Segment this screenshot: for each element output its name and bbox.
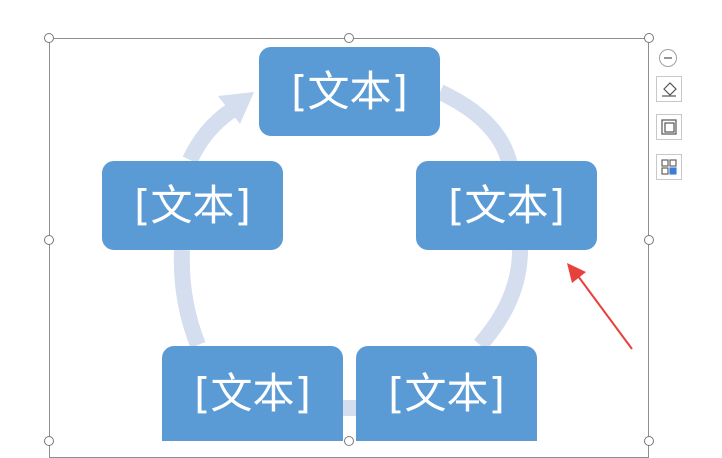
resize-handle-middle-right[interactable]	[644, 235, 654, 245]
cycle-node-bottom-left[interactable]: [文本]	[162, 346, 343, 441]
collapse-button[interactable]	[659, 49, 677, 67]
cycle-node-left[interactable]: [文本]	[102, 161, 283, 250]
node-text: [文本]	[134, 180, 251, 230]
cycle-arc-top-left	[182, 103, 237, 164]
cycle-arc-left	[173, 249, 206, 348]
cycle-arrowhead	[218, 92, 254, 124]
resize-handle-bottom-right[interactable]	[644, 436, 654, 446]
cycle-node-right[interactable]: [文本]	[416, 161, 597, 250]
cycle-arrows	[173, 84, 633, 416]
resize-handle-bottom-center[interactable]	[344, 436, 354, 446]
node-text: [文本]	[291, 66, 408, 116]
node-text: [文本]	[194, 368, 311, 418]
cycle-arc-right	[473, 249, 528, 351]
resize-handle-bottom-left[interactable]	[44, 436, 54, 446]
annotation-arrow-head	[567, 263, 586, 283]
resize-handle-top-left[interactable]	[44, 33, 54, 43]
resize-handle-top-right[interactable]	[644, 33, 654, 43]
slide-canvas: [文本] [文本] [文本] [文本] [文本]	[44, 33, 685, 458]
cycle-arc-top-right	[436, 84, 518, 168]
change-color-button[interactable]	[656, 76, 682, 102]
minus-circle-icon	[664, 57, 672, 59]
smartart-side-toolbar	[655, 46, 685, 186]
shape-style-button[interactable]	[656, 114, 682, 140]
resize-handle-top-center[interactable]	[344, 33, 354, 43]
layout-options-button[interactable]	[656, 154, 682, 180]
node-text: [文本]	[388, 368, 505, 418]
node-text: [文本]	[448, 180, 565, 230]
stacked-squares-icon	[661, 119, 677, 135]
cycle-node-top[interactable]: [文本]	[259, 47, 440, 136]
resize-handle-middle-left[interactable]	[44, 235, 54, 245]
cycle-node-bottom-right[interactable]: [文本]	[356, 346, 537, 441]
annotation-arrow-shaft	[577, 275, 633, 350]
paint-bucket-icon	[662, 82, 677, 97]
grid-shapes-icon	[661, 159, 677, 175]
